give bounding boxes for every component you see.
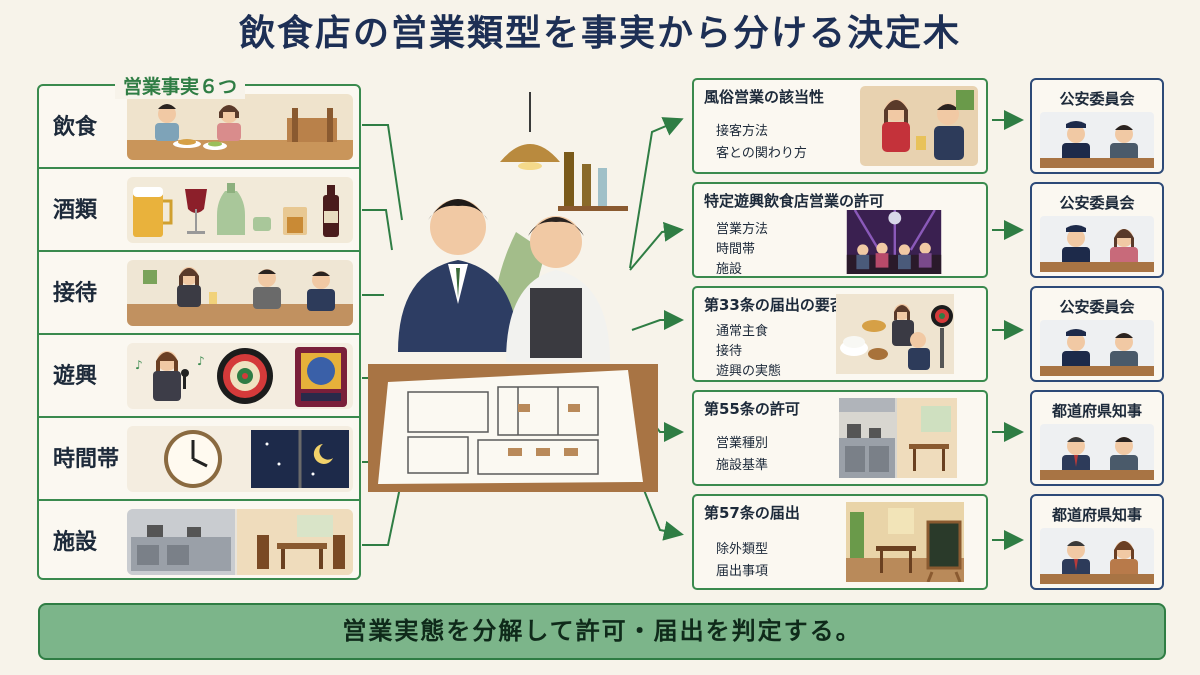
category-item: 時間帯 — [716, 242, 756, 257]
category-title: 第57条の届出 — [704, 504, 800, 522]
official-meeting-illustration — [1040, 528, 1154, 584]
fact-row-hospitality: 接待 — [39, 252, 359, 335]
category-item: 営業方法 — [716, 222, 769, 237]
authority-title: 都道府県知事 — [1051, 402, 1142, 420]
svg-text:♪: ♪ — [135, 358, 143, 372]
category-title: 風俗営業の該当性 — [704, 88, 825, 106]
authority-title: 公安委員会 — [1059, 90, 1135, 108]
category-tokutei-yukyo: 特定遊興飲食店営業の許可 営業方法 時間帯 施設 — [692, 182, 988, 278]
category-item: 営業種別 — [716, 436, 769, 451]
police-officer-illustration — [1040, 320, 1154, 376]
fact-name: 接待 — [53, 281, 98, 306]
nightclub-illustration — [846, 210, 942, 274]
fact-row-food: 飲食 — [39, 86, 359, 169]
fact-name: 施設 — [53, 530, 98, 555]
category-title: 第33条の届出の要否 — [704, 296, 845, 314]
category-item: 除外類型 — [716, 542, 769, 557]
authority-box: 公安委員会 — [1030, 286, 1164, 382]
category-item: 接待 — [716, 344, 743, 359]
fact-row-facility: 施設 — [39, 501, 359, 584]
fact-row-alcohol: 酒類 — [39, 169, 359, 252]
category-article33: 第33条の届出の要否 通常主食 接待 遊興の実態 — [692, 286, 988, 382]
conclusion-banner: 営業実態を分解して許可・届出を判定する。 — [38, 603, 1166, 660]
alcohol-drinks-illustration — [127, 177, 353, 243]
category-title: 第55条の許可 — [704, 400, 800, 418]
link-fact-6 — [362, 477, 403, 546]
link-cat-1 — [629, 117, 684, 269]
clock-night-illustration — [127, 426, 353, 492]
cafe-signboard-illustration — [846, 502, 964, 582]
link-cat-3 — [631, 310, 684, 331]
category-item: 届出事項 — [716, 564, 769, 579]
authority-box: 公安委員会 — [1030, 78, 1164, 174]
category-article55: 第55条の許可 営業種別 施設基準 — [692, 390, 988, 486]
authority-title: 都道府県知事 — [1051, 506, 1142, 524]
meal-darts-illustration — [836, 294, 954, 374]
kitchen-dining-illustration — [127, 509, 353, 575]
category-title: 特定遊興飲食店営業の許可 — [704, 192, 885, 210]
official-meeting-illustration — [1040, 424, 1154, 480]
category-article57: 第57条の届出 除外類型 届出事項 — [692, 494, 988, 590]
pendant-lamp-icon — [500, 144, 560, 162]
facts-panel: 飲食 酒類 接待 — [37, 84, 361, 580]
svg-text:♪: ♪ — [197, 354, 205, 368]
fact-row-hours: 時間帯 — [39, 418, 359, 501]
fact-name: 酒類 — [53, 198, 98, 223]
category-item: 客との関わり方 — [716, 146, 807, 161]
page-title: 飲食店の営業類型を事実から分ける決定木 — [238, 13, 961, 54]
authority-box: 都道府県知事 — [1030, 390, 1164, 486]
authority-box: 公安委員会 — [1030, 182, 1164, 278]
karaoke-darts-illustration: ♪ ♪ — [127, 343, 353, 409]
authority-title: 公安委員会 — [1059, 194, 1135, 212]
authority-box: 都道府県知事 — [1030, 494, 1164, 590]
link-cat-2 — [629, 221, 684, 271]
fact-row-entertainment: 遊興 ♪ ♪ — [39, 335, 359, 418]
category-item: 施設 — [716, 262, 743, 277]
fact-name: 時間帯 — [53, 447, 120, 472]
consultation-scene — [368, 92, 658, 492]
category-item: 施設基準 — [716, 458, 769, 473]
category-item: 遊興の実態 — [716, 364, 782, 379]
facts-label: 営業事実６つ — [115, 72, 246, 99]
restaurant-kitchen-illustration — [839, 398, 957, 478]
link-fact-2 — [362, 209, 393, 251]
category-item: 通常主食 — [716, 324, 769, 339]
owner-apron — [530, 288, 582, 358]
fact-name: 遊興 — [53, 364, 98, 389]
owner-head — [530, 216, 582, 268]
fact-name: 飲食 — [53, 115, 98, 140]
consultant-suit — [398, 260, 518, 352]
authority-title: 公安委員会 — [1059, 298, 1135, 316]
police-officer-illustration — [1040, 112, 1154, 168]
consultant-head — [430, 199, 486, 255]
link-fact-1 — [362, 124, 403, 221]
hostess-serving-illustration — [127, 260, 353, 326]
category-fuzoku: 風俗営業の該当性 接客方法 客との関わり方 — [692, 78, 988, 174]
bottle-icon — [564, 152, 574, 206]
police-officer-illustration — [1040, 216, 1154, 272]
hostess-bar-illustration — [860, 86, 978, 166]
category-item: 接客方法 — [716, 124, 769, 139]
dining-couple-illustration — [127, 94, 353, 160]
